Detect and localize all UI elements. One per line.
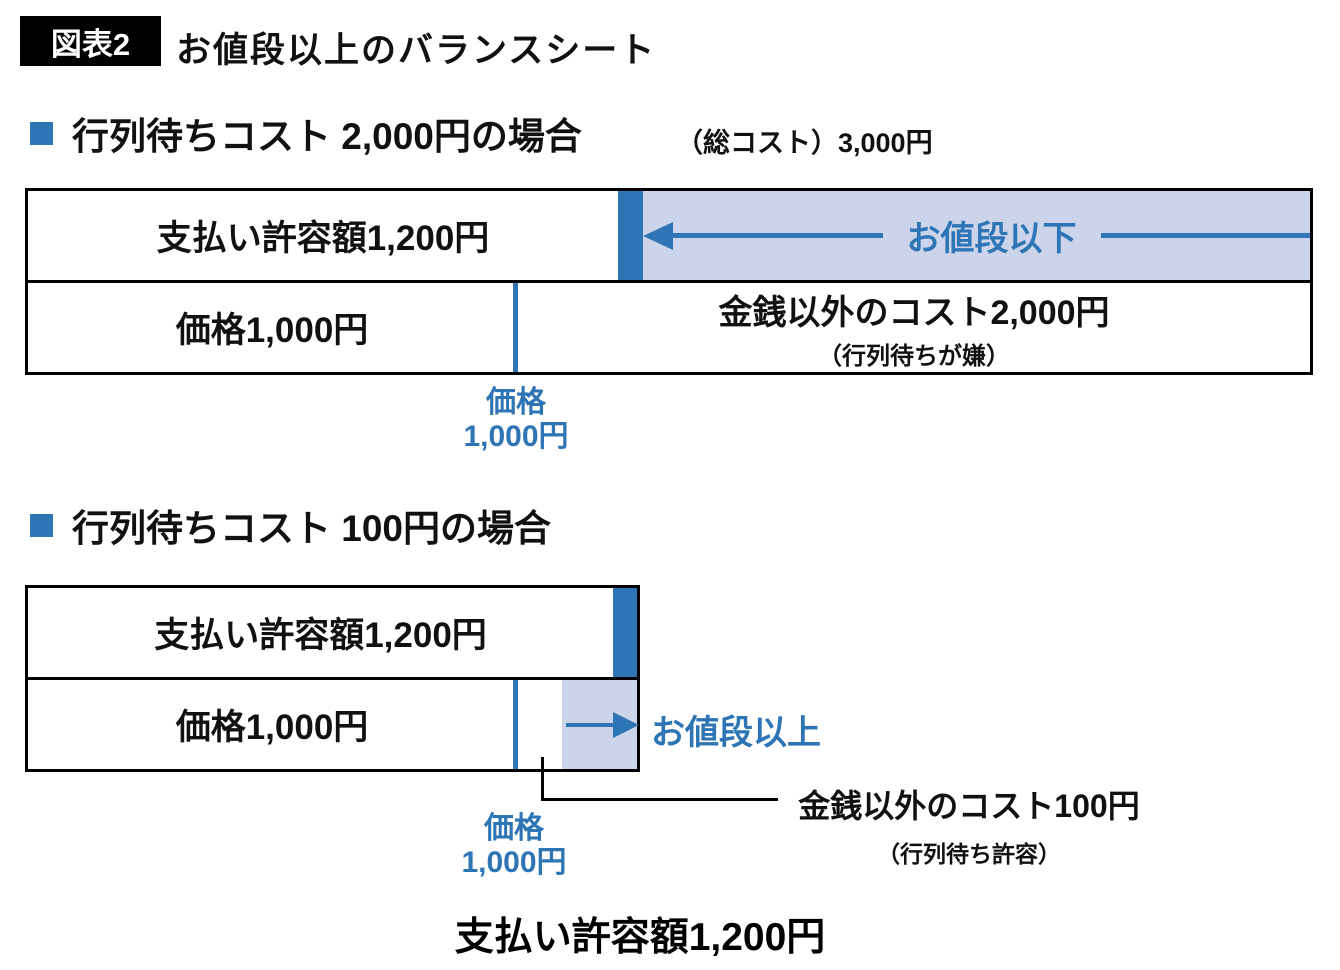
case2-price-tick-line1: 価格 <box>484 812 544 845</box>
case2-cost-label: 金銭以外のコスト100円 <box>798 788 1140 824</box>
arrow-left-icon <box>643 221 673 250</box>
case2-payment-excess-segment <box>613 588 637 677</box>
bullet-square-icon <box>30 513 53 537</box>
diagram-case2: 支払い許容額1,200円 価格1,000円 <box>25 585 640 772</box>
section1-heading-label: 行列待ちコスト 2,000円の場合 <box>72 116 582 157</box>
case2-top-row: 支払い許容額1,200円 <box>28 588 637 680</box>
section1-heading: 行列待ちコスト 2,000円の場合 <box>30 110 582 157</box>
arrow-line-left <box>673 233 883 238</box>
case2-region-label: お値段以上 <box>651 714 821 752</box>
case1-top-row: 支払い許容額1,200円 お値段以下 <box>28 191 1310 283</box>
case1-price-tick-label: 価格 1,000円 <box>430 386 602 454</box>
arrow-line-right <box>1100 233 1310 238</box>
section2-heading-label: 行列待ちコスト 100円の場合 <box>72 508 552 549</box>
figure-number-badge: 図表2 <box>20 16 161 66</box>
footer-payment-label: 支払い許容額1,200円 <box>454 916 826 959</box>
case2-price-divider-line <box>513 680 518 769</box>
callout-leader-vertical-line <box>541 757 544 801</box>
case2-arrow <box>566 711 639 738</box>
case1-price-tick-line2: 1,000円 <box>463 420 569 453</box>
case1-bottom-row: 価格1,000円 金銭以外のコスト2,000円 （行列待ちが嫌） <box>28 283 1310 372</box>
arrow-right-icon <box>613 711 639 738</box>
case1-payment-label: 支払い許容額1,200円 <box>156 219 490 258</box>
case1-price-label: 価格1,000円 <box>175 311 369 350</box>
diagram-case1: 支払い許容額1,200円 お値段以下 価格1,000円 金銭以外のコスト2,00… <box>25 188 1313 375</box>
case2-price-label: 価格1,000円 <box>175 708 369 747</box>
case1-price-divider-line <box>513 283 518 372</box>
case2-cost-note: （行列待ち許容） <box>877 841 1061 867</box>
case1-payment-cell: 支払い許容額1,200円 <box>28 191 618 280</box>
case1-below-worth-region: お値段以下 <box>643 191 1310 280</box>
arrow-line <box>566 722 613 727</box>
case1-region-label: お値段以下 <box>906 220 1077 258</box>
callout-leader-horizontal-line <box>541 798 778 801</box>
case2-payment-label: 支払い許容額1,200円 <box>154 616 487 655</box>
bullet-square-icon <box>30 121 53 145</box>
case2-bottom-row: 価格1,000円 <box>28 680 639 769</box>
figure-title: お値段以上のバランスシート <box>176 31 657 70</box>
case2-price-tick-line2: 1,000円 <box>461 846 567 879</box>
case2-price-tick-label: 価格 1,000円 <box>428 812 600 880</box>
case1-payment-excess-segment <box>618 191 643 280</box>
case1-cost-note: （行列待ちが嫌） <box>818 342 1010 370</box>
figure-number-label: 図表2 <box>50 26 131 62</box>
case1-cost-label-block: 金銭以外のコスト2,000円 （行列待ちが嫌） <box>518 283 1310 372</box>
case2-cost-callout: 金銭以外のコスト100円 （行列待ち許容） <box>778 781 1160 869</box>
section2-heading: 行列待ちコスト 100円の場合 <box>30 502 551 549</box>
case1-price-tick-line1: 価格 <box>486 386 546 419</box>
case2-payment-cell: 支払い許容額1,200円 <box>28 588 613 677</box>
section1-total-cost-label: （総コスト）3,000円 <box>676 128 933 158</box>
case1-cost-label: 金銭以外のコスト2,000円 <box>718 293 1110 332</box>
